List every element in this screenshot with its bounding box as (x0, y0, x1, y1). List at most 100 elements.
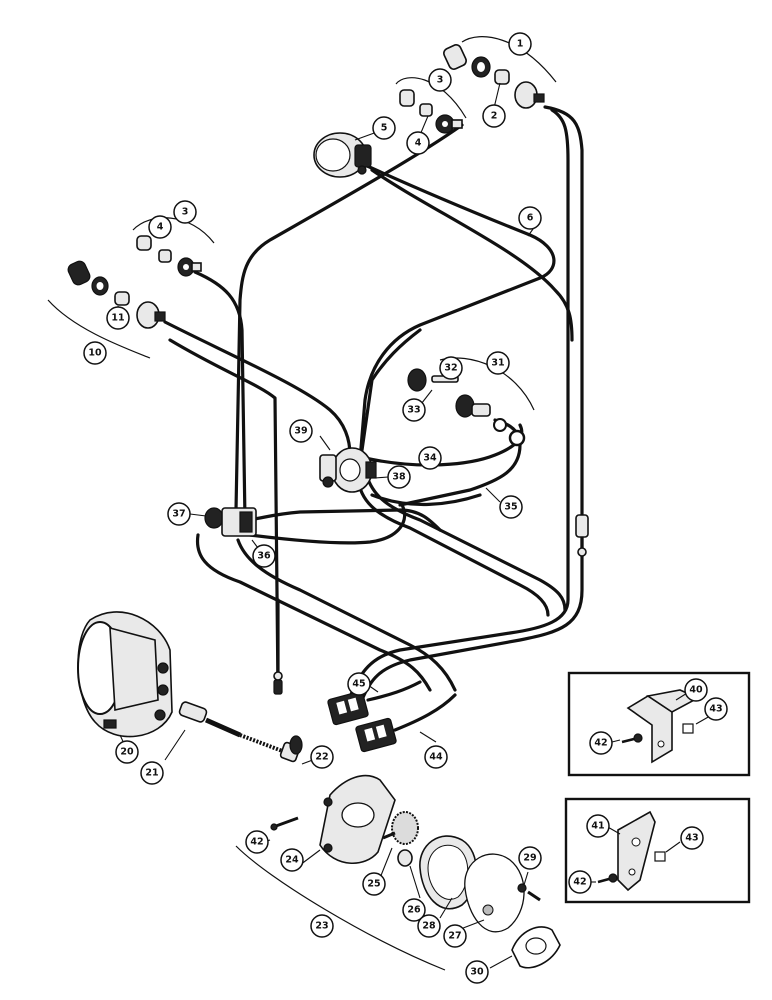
washer-icon (493, 418, 526, 447)
svg-text:23: 23 (315, 921, 328, 932)
callout-23: 23 (310, 914, 334, 938)
bracket-icon (617, 810, 656, 892)
svg-text:33: 33 (407, 405, 420, 416)
callout-3: 3 (173, 200, 197, 224)
callout-26: 26 (402, 898, 426, 922)
svg-text:2: 2 (491, 111, 498, 122)
svg-text:11: 11 (111, 313, 124, 324)
spring-icon (91, 276, 109, 296)
callout-21: 21 (140, 761, 164, 785)
drive-cable-icon (178, 701, 303, 763)
svg-text:27: 27 (448, 931, 461, 942)
callout-25: 25 (362, 872, 386, 896)
svg-text:10: 10 (88, 348, 102, 359)
gasket-icon (419, 835, 478, 910)
lamp-socket-icon (514, 81, 545, 109)
cover-plate-icon (464, 853, 525, 933)
callout-10: 10 (83, 341, 107, 365)
callout-22: 22 (310, 745, 334, 769)
svg-text:42: 42 (594, 738, 607, 749)
callout-33: 33 (402, 398, 426, 422)
connector-icon (355, 717, 397, 753)
svg-text:42: 42 (573, 877, 586, 888)
callout-45: 45 (347, 672, 371, 696)
connector-icon (327, 690, 369, 726)
callout-34: 34 (418, 446, 442, 470)
callout-11: 11 (106, 306, 130, 330)
callout-35: 35 (499, 495, 523, 519)
callout-44: 44 (424, 745, 448, 769)
callout-2: 2 (482, 104, 506, 128)
svg-text:3: 3 (182, 207, 189, 218)
callout-40: 40 (684, 678, 708, 702)
svg-text:4: 4 (415, 138, 422, 149)
callout-24: 24 (280, 848, 304, 872)
screw-icon (597, 873, 618, 884)
callout-41: 41 (586, 814, 610, 838)
svg-text:5: 5 (381, 123, 388, 134)
connector-icon (273, 671, 283, 695)
callout-30: 30 (465, 960, 489, 984)
gear-icon (382, 811, 419, 845)
lamp-group-10 (67, 260, 166, 329)
key-icon (319, 454, 337, 488)
callout-43: 43 (680, 826, 704, 850)
lamp-lens-icon (443, 44, 467, 70)
svg-text:3: 3 (437, 75, 444, 86)
svg-text:22: 22 (315, 752, 328, 763)
switch-icon (455, 394, 491, 418)
svg-text:44: 44 (429, 752, 443, 763)
callout-28: 28 (417, 914, 441, 938)
callout-1: 1 (508, 32, 532, 56)
svg-text:35: 35 (504, 502, 517, 513)
gear-icon (397, 849, 413, 867)
ignition-switch-icon (319, 447, 377, 493)
callout-32: 32 (439, 356, 463, 380)
knob-icon (407, 368, 427, 392)
gauge-icon (313, 132, 372, 178)
svg-text:39: 39 (294, 426, 307, 437)
inset-bracket-40 (567, 671, 751, 777)
gasket-icon (511, 926, 561, 969)
svg-text:37: 37 (172, 509, 185, 520)
svg-text:26: 26 (407, 905, 421, 916)
spring-icon (471, 56, 491, 78)
switch-group-31 (407, 368, 526, 447)
svg-text:20: 20 (120, 747, 134, 758)
callout-3: 3 (428, 68, 452, 92)
gearbox-housing-icon (319, 774, 396, 865)
svg-text:6: 6 (527, 213, 534, 224)
bulb-icon (494, 69, 510, 85)
svg-text:34: 34 (423, 453, 437, 464)
lamp-socket-icon (177, 257, 202, 277)
screw-icon (621, 733, 643, 744)
svg-text:42: 42 (250, 837, 263, 848)
callout-20: 20 (115, 740, 139, 764)
svg-text:38: 38 (392, 472, 406, 483)
callout-42: 42 (568, 870, 592, 894)
callout-31: 31 (486, 351, 510, 375)
callout-39: 39 (289, 419, 313, 443)
nut-icon (654, 851, 666, 862)
svg-text:21: 21 (145, 768, 158, 779)
callout-6: 6 (518, 206, 542, 230)
svg-text:43: 43 (709, 704, 722, 715)
callout-5: 5 (372, 116, 396, 140)
svg-text:32: 32 (444, 363, 457, 374)
svg-text:36: 36 (257, 551, 271, 562)
svg-text:40: 40 (689, 685, 703, 696)
tachometer-icon (77, 611, 173, 738)
group-braces (47, 36, 557, 971)
screw-icon (270, 816, 299, 831)
lamp-socket-icon (136, 301, 166, 329)
svg-text:4: 4 (157, 222, 164, 233)
svg-text:25: 25 (367, 879, 380, 890)
callout-36: 36 (252, 544, 276, 568)
lamp-socket-icon (435, 114, 463, 134)
lamp-group-3-left (136, 235, 202, 277)
svg-text:29: 29 (523, 853, 536, 864)
callout-43: 43 (704, 697, 728, 721)
svg-text:45: 45 (352, 679, 365, 690)
svg-text:28: 28 (422, 921, 436, 932)
